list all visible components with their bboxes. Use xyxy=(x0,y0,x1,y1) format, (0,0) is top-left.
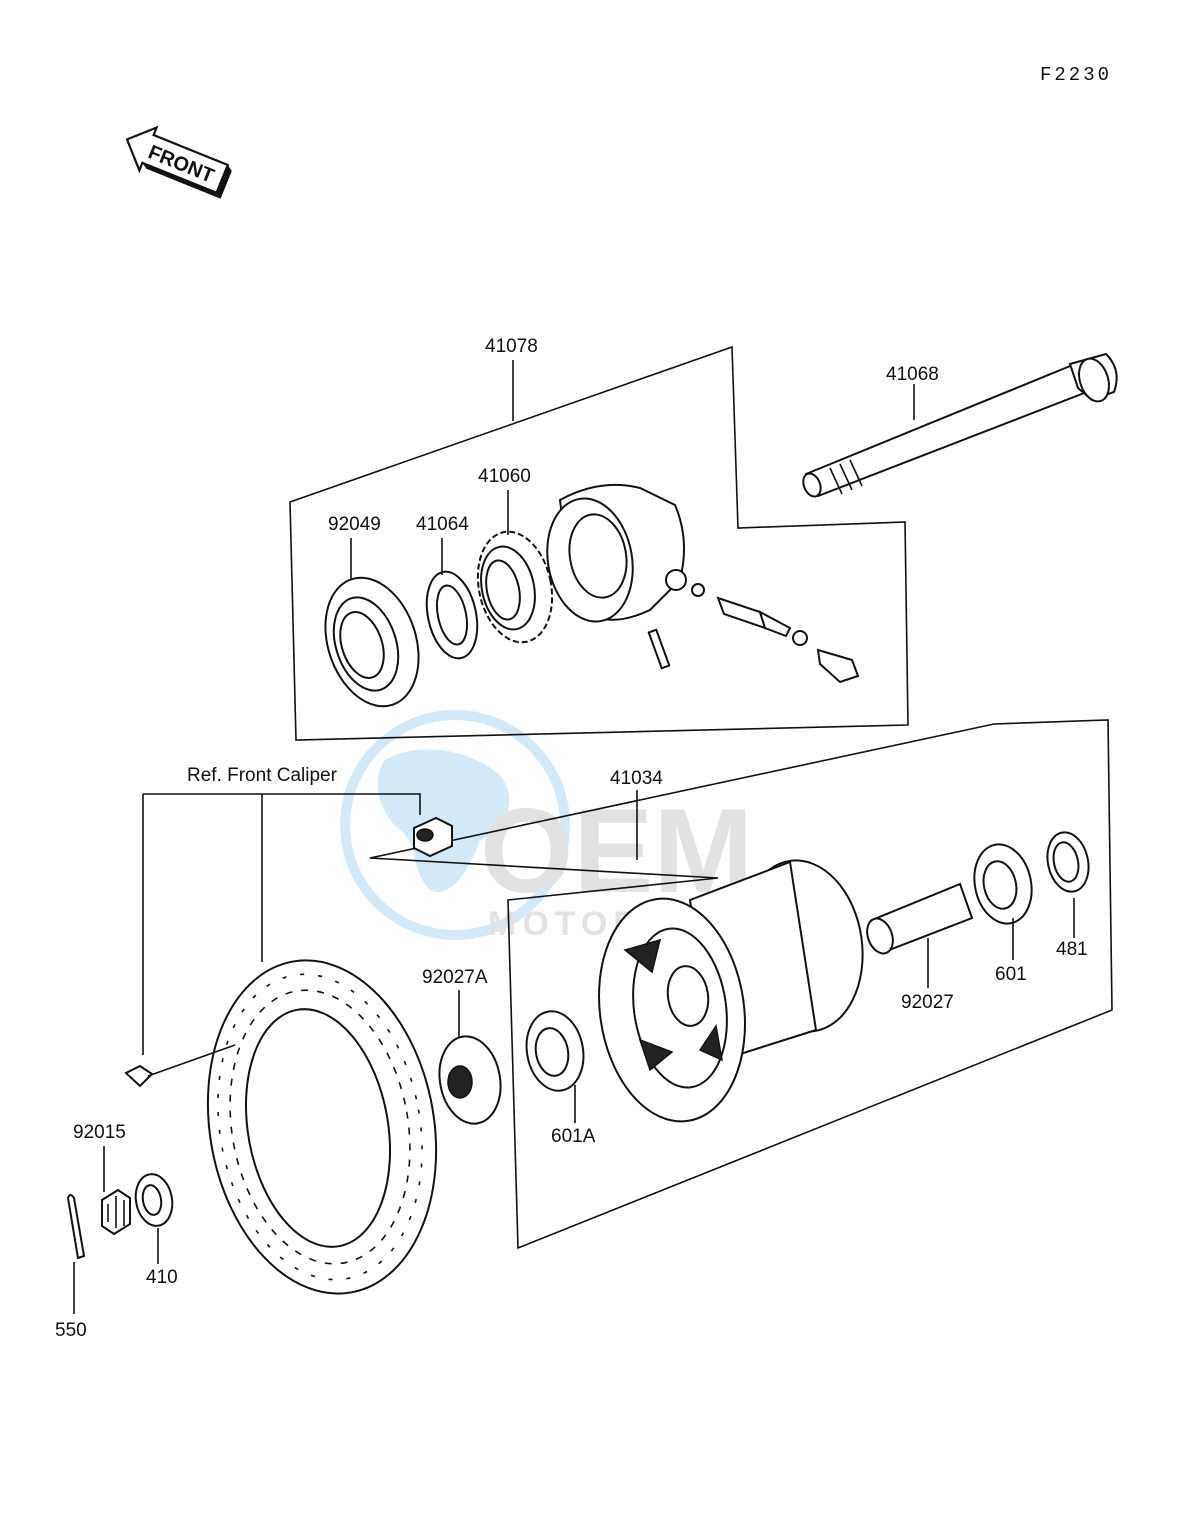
reference-bracket xyxy=(142,793,421,1055)
gear-41060 xyxy=(476,530,554,644)
group-outline-41078 xyxy=(289,345,909,741)
label-601A: 601A xyxy=(551,1126,596,1147)
label-41034: 41034 xyxy=(610,768,663,789)
label-92027A: 92027A xyxy=(422,967,488,988)
castle-nut-92015 xyxy=(101,1188,131,1236)
label-41078: 41078 xyxy=(485,336,538,357)
retainer-41064 xyxy=(425,570,479,660)
label-41060: 41060 xyxy=(478,466,531,487)
label-92027: 92027 xyxy=(901,992,954,1013)
label-481: 481 xyxy=(1056,939,1088,960)
circlip-481 xyxy=(1046,831,1090,893)
spacer-92027 xyxy=(866,882,974,955)
page-code: F2230 xyxy=(1040,64,1112,86)
reference-label: Ref. Front Caliper xyxy=(187,765,338,786)
label-410: 410 xyxy=(146,1267,178,1288)
wheel-hub xyxy=(598,859,864,1123)
label-550: 550 xyxy=(55,1320,87,1341)
front-arrow-icon: FRONT xyxy=(125,125,232,199)
washer-410 xyxy=(134,1173,174,1227)
collar-92027A xyxy=(438,1035,502,1125)
bearing-601A xyxy=(525,1010,585,1092)
disc-bolt xyxy=(124,1044,236,1088)
label-41064: 41064 xyxy=(416,514,469,535)
caliper-nut xyxy=(413,816,453,858)
brake-disc xyxy=(206,959,438,1295)
cotter-pin-550 xyxy=(66,1194,86,1260)
bearing-601 xyxy=(973,843,1033,925)
gear-housing xyxy=(546,483,860,684)
label-92015: 92015 xyxy=(73,1122,126,1143)
label-92049: 92049 xyxy=(328,514,381,535)
watermark-globe xyxy=(340,710,570,940)
label-41068: 41068 xyxy=(886,364,939,385)
group-outline-41034 xyxy=(369,719,1113,1250)
axle-41068 xyxy=(802,352,1118,498)
oil-seal-92049 xyxy=(324,576,420,708)
label-601: 601 xyxy=(995,964,1027,985)
